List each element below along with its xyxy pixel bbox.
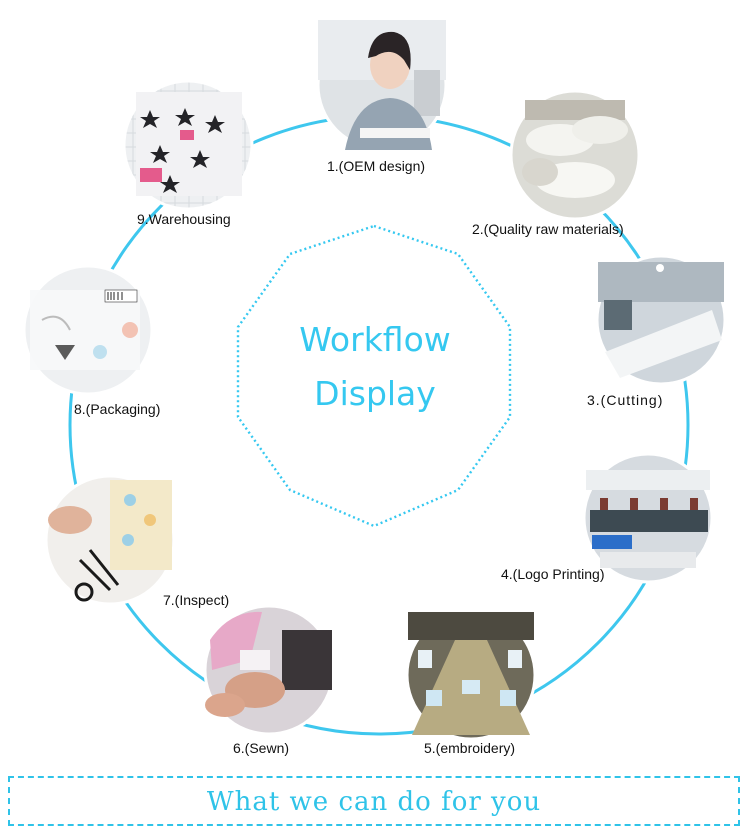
step-label-sewn: 6.(Sewn) <box>233 740 289 756</box>
center-title-line2: Display <box>0 374 750 413</box>
footer-banner: What we can do for you <box>8 776 740 826</box>
step-photo-logo-printing <box>584 454 712 582</box>
footer-text: What we can do for you <box>10 778 738 824</box>
step-photo-oem-design <box>318 20 446 150</box>
step-label-inspect: 7.(Inspect) <box>163 592 229 608</box>
step-label-warehousing: 9.Warehousing <box>137 211 231 227</box>
step-photo-warehousing <box>124 81 252 209</box>
step-photo-inspect <box>46 476 174 604</box>
step-label-embroidery: 5.(embroidery) <box>424 740 515 756</box>
step-label-raw-materials: 2.(Quality raw materials) <box>472 221 624 237</box>
step-label-oem-design: 1.(OEM design) <box>327 158 425 174</box>
step-label-logo-printing: 4.(Logo Printing) <box>501 566 605 582</box>
step-photo-embroidery <box>407 611 535 739</box>
step-photo-sewn <box>205 606 333 734</box>
center-title-line1: Workflow <box>0 320 750 359</box>
step-photo-raw-materials <box>511 91 639 219</box>
